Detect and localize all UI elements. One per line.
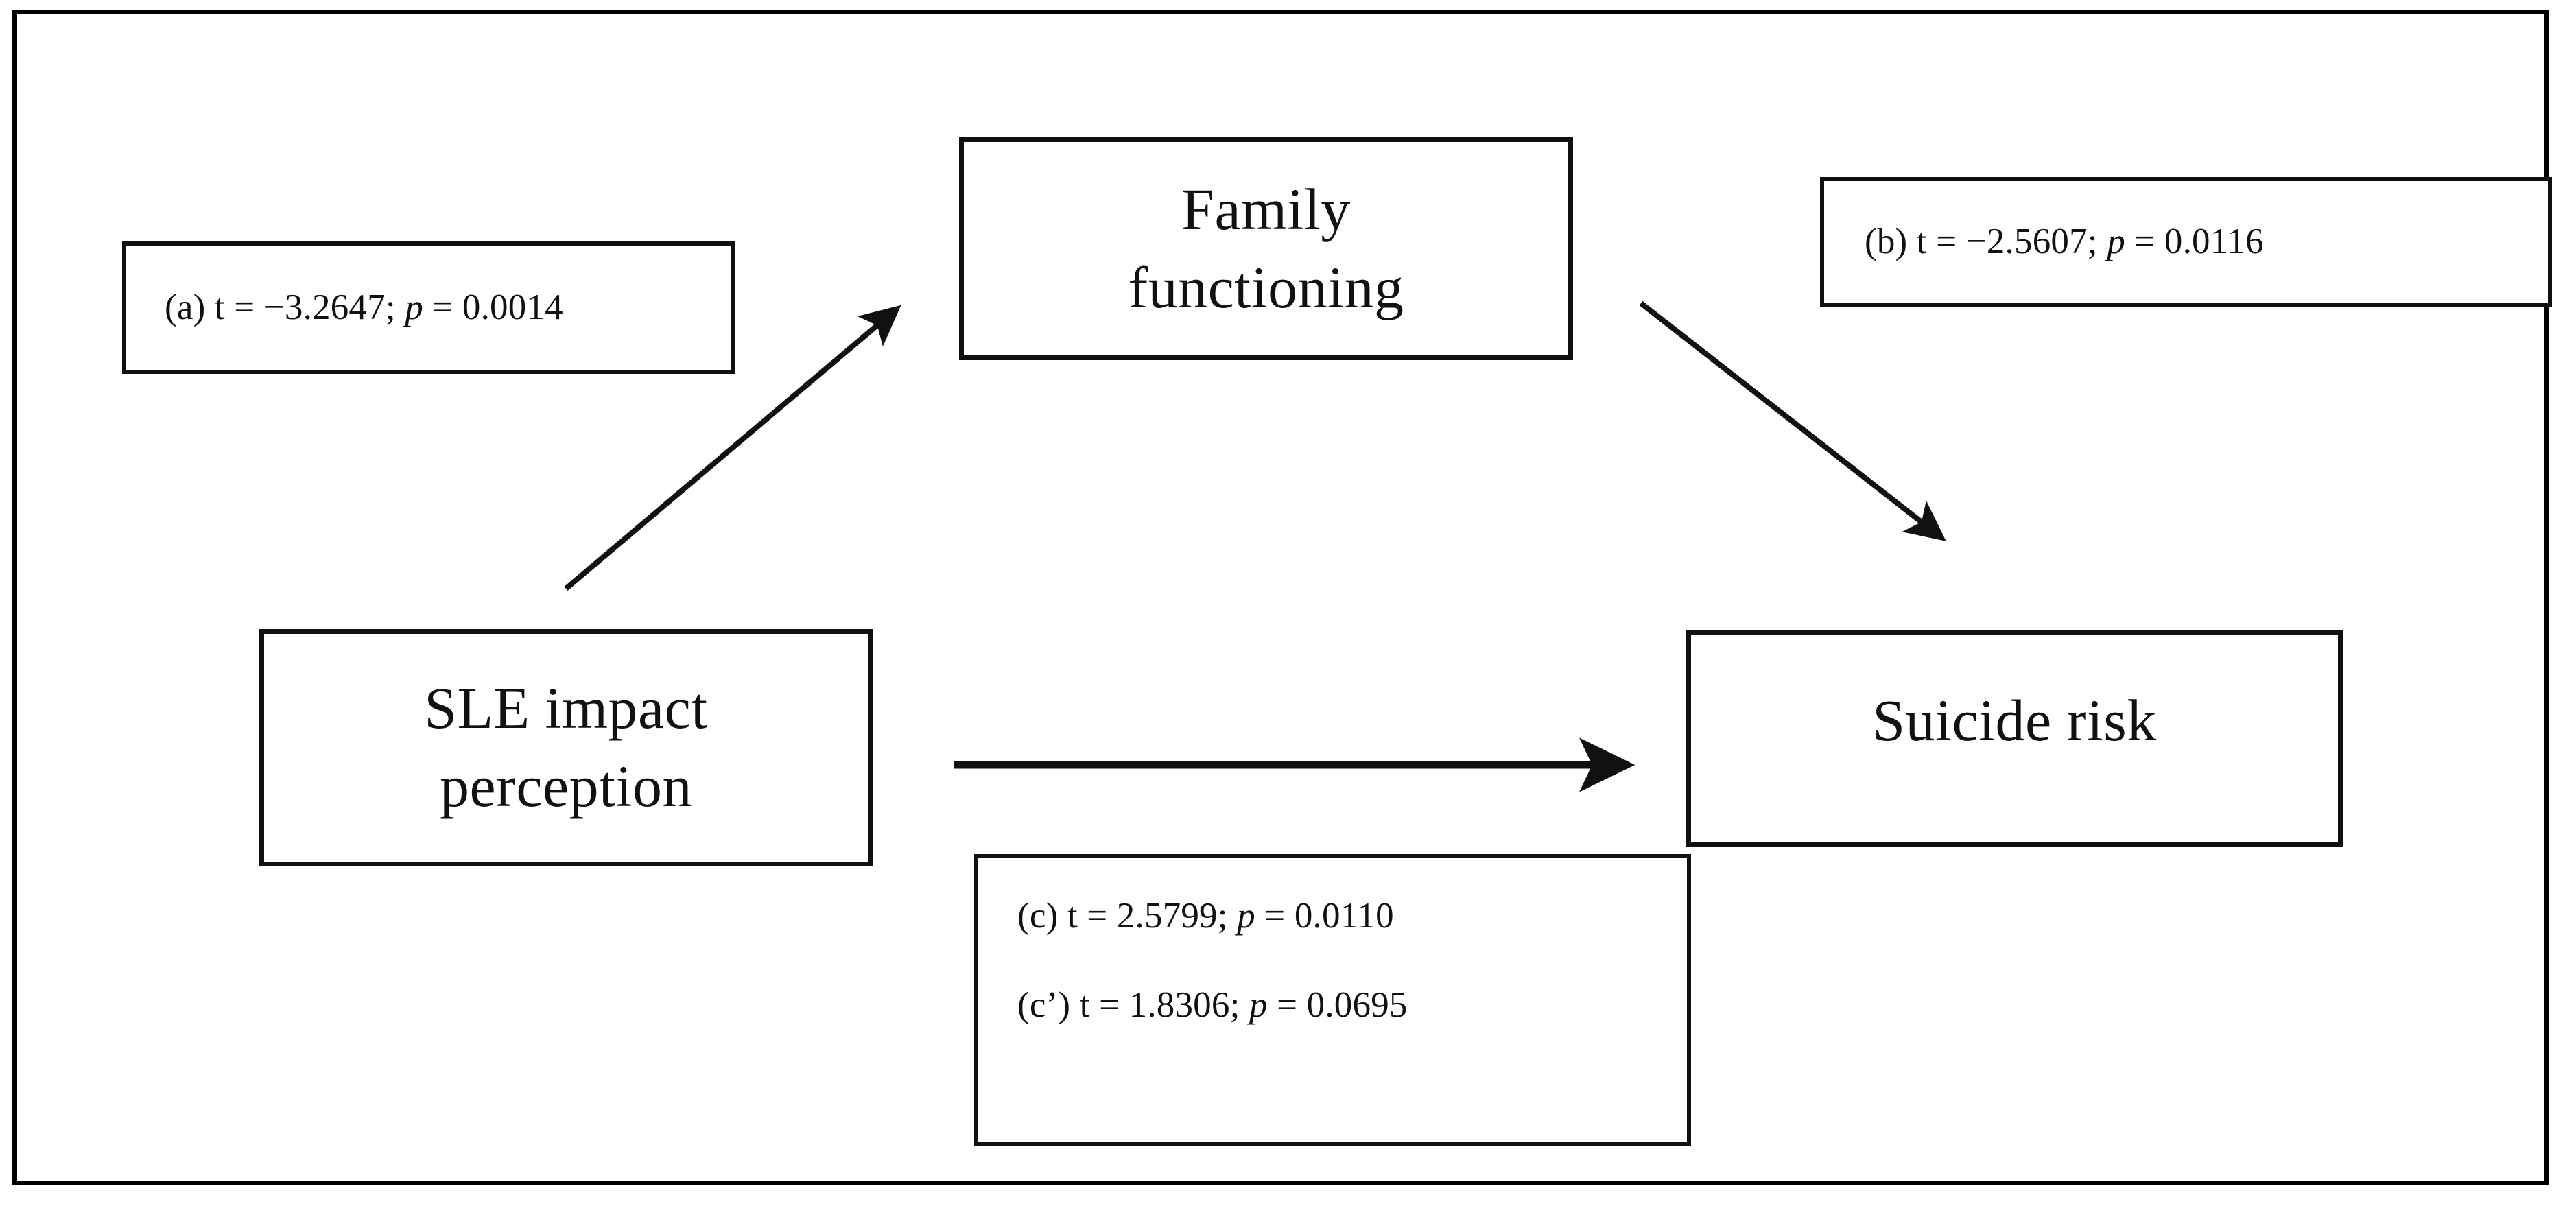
stat-label-path-c-prime-suffix: = 0.0695: [1267, 985, 1408, 1025]
stat-label-path-c-prefix: (c) t = 2.5799;: [1017, 896, 1238, 936]
stat-label-path-c-prime-prefix: (c’) t = 1.8306;: [1017, 985, 1249, 1025]
stat-box-path-c: [974, 854, 1691, 1146]
stat-label-path-a-p: p: [405, 287, 423, 327]
stat-label-path-c: (c) t = 2.5799; p = 0.0110: [1017, 895, 1394, 936]
stat-label-path-b: (b) t = −2.5607; p = 0.0116: [1865, 221, 2264, 262]
stat-label-path-a-suffix: = 0.0014: [423, 287, 563, 327]
node-suicide-risk-label: Suicide risk: [1872, 687, 2157, 753]
node-sle-impact-perception[interactable]: SLE impact perception: [259, 629, 873, 866]
node-family-functioning-label: Family functioning: [1128, 176, 1404, 320]
stat-label-path-b-suffix: = 0.0116: [2125, 222, 2264, 261]
stat-label-path-c-prime: (c’) t = 1.8306; p = 0.0695: [1017, 984, 1408, 1026]
stat-label-path-a: (a) t = −3.2647; p = 0.0014: [165, 287, 563, 328]
node-family-functioning[interactable]: Family functioning: [959, 137, 1573, 360]
stat-label-path-c-prime-p: p: [1249, 985, 1268, 1025]
stat-box-path-a: [122, 241, 735, 374]
stat-label-path-c-suffix: = 0.0110: [1255, 896, 1394, 936]
stat-label-path-b-prefix: (b) t = −2.5607;: [1865, 222, 2107, 261]
node-suicide-risk[interactable]: Suicide risk: [1686, 630, 2343, 847]
stat-label-path-a-prefix: (a) t = −3.2647;: [165, 287, 405, 327]
stat-box-path-b: [1820, 177, 2552, 307]
node-sle-impact-perception-label: SLE impact perception: [424, 675, 708, 819]
stat-label-path-b-p: p: [2107, 222, 2125, 261]
stat-label-path-c-p: p: [1237, 896, 1255, 936]
